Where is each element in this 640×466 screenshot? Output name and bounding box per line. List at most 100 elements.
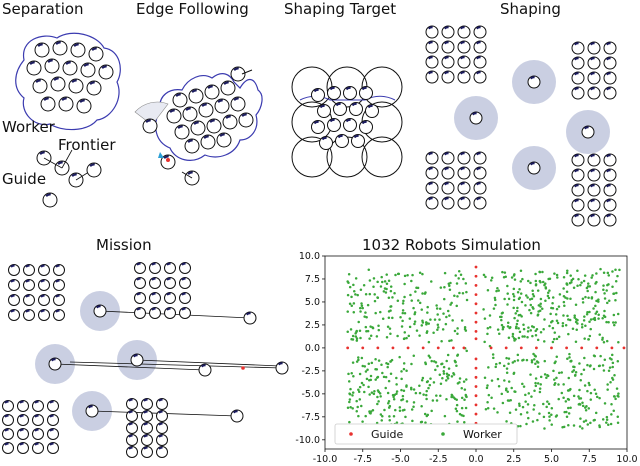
worker-point (557, 305, 561, 308)
worker-point (603, 358, 607, 361)
worker-point (584, 295, 587, 299)
guide-point (474, 284, 478, 287)
worker-point (593, 316, 597, 320)
worker-point (538, 270, 542, 274)
worker-point (450, 339, 453, 342)
worker-point (568, 318, 572, 322)
legend-guide-label: Guide (371, 428, 404, 441)
worker-point (349, 328, 353, 331)
worker-point (530, 325, 534, 328)
worker-robot (425, 55, 439, 69)
worker-robot (190, 120, 206, 136)
worker-robot (200, 134, 216, 150)
worker-point (403, 282, 406, 286)
worker-point (400, 388, 403, 392)
worker-point (524, 393, 527, 397)
worker-point (377, 390, 381, 394)
worker-point (526, 330, 530, 333)
worker-point (569, 406, 572, 410)
worker-point (554, 313, 558, 316)
worker-point (598, 364, 601, 367)
worker-point (444, 379, 448, 382)
worker-point (581, 401, 584, 404)
worker-point (355, 339, 359, 342)
worker-point (428, 383, 432, 387)
worker-point (348, 398, 352, 401)
worker-point (500, 318, 503, 322)
worker-robot (343, 118, 357, 132)
worker-point (539, 383, 542, 386)
worker-point (398, 406, 402, 409)
worker-point (418, 271, 422, 275)
worker-point (492, 407, 496, 410)
worker-robot (327, 86, 341, 100)
worker-point (532, 294, 536, 298)
worker-point (512, 292, 515, 296)
worker-point (528, 298, 532, 301)
worker-robot (603, 153, 617, 167)
worker-point (455, 364, 458, 367)
worker-point (416, 299, 420, 302)
worker-point (515, 322, 519, 326)
worker-point (562, 314, 565, 317)
worker-point (460, 386, 463, 390)
worker-point (597, 298, 600, 301)
worker-point (458, 381, 461, 384)
worker-point (439, 394, 442, 398)
worker-robot (50, 76, 66, 92)
worker-point (483, 317, 487, 320)
worker-point (503, 271, 507, 274)
worker-robot (53, 309, 65, 321)
worker-point (548, 289, 551, 292)
worker-point (412, 401, 416, 404)
worker-point (435, 394, 438, 397)
worker-robot (587, 198, 601, 212)
separation-boundary (15, 32, 121, 131)
worker-point (557, 383, 560, 386)
worker-point (614, 299, 617, 302)
worker-point (366, 329, 370, 333)
worker-point (411, 419, 414, 423)
worker-point (441, 377, 444, 380)
legend-box (334, 423, 518, 445)
worker-point (585, 404, 588, 408)
worker-robot (216, 132, 232, 148)
worker-robot (23, 294, 35, 306)
worker-point (381, 415, 384, 418)
worker-point (579, 417, 582, 420)
worker-point (437, 326, 440, 329)
worker-robot (333, 102, 347, 116)
worker-robot (457, 40, 471, 54)
worker-point (369, 412, 372, 415)
worker-point (389, 289, 393, 293)
worker-point (443, 271, 447, 275)
worker-point (541, 270, 544, 274)
worker-point (587, 282, 590, 285)
worker-point (346, 330, 349, 334)
worker-robot (166, 108, 182, 124)
worker-point (562, 396, 565, 399)
worker-point (436, 313, 439, 316)
worker-robot (86, 80, 102, 96)
worker-point (578, 425, 582, 428)
worker-point (360, 304, 364, 307)
worker-point (598, 333, 601, 336)
worker-robot (587, 183, 601, 197)
worker-point (503, 379, 506, 382)
worker-point (376, 296, 379, 299)
worker-point (420, 379, 424, 382)
worker-point (606, 383, 609, 386)
worker-point (602, 369, 606, 372)
worker-point (512, 306, 515, 310)
worker-point (582, 319, 586, 322)
worker-point (387, 279, 391, 283)
worker-robot (425, 25, 439, 39)
worker-point (550, 306, 553, 310)
guide-point (361, 346, 365, 350)
worker-point (516, 353, 520, 357)
worker-point (527, 392, 531, 395)
worker-point (506, 303, 509, 306)
worker-point (609, 422, 613, 426)
worker-point (616, 274, 619, 278)
worker-point (602, 341, 606, 344)
